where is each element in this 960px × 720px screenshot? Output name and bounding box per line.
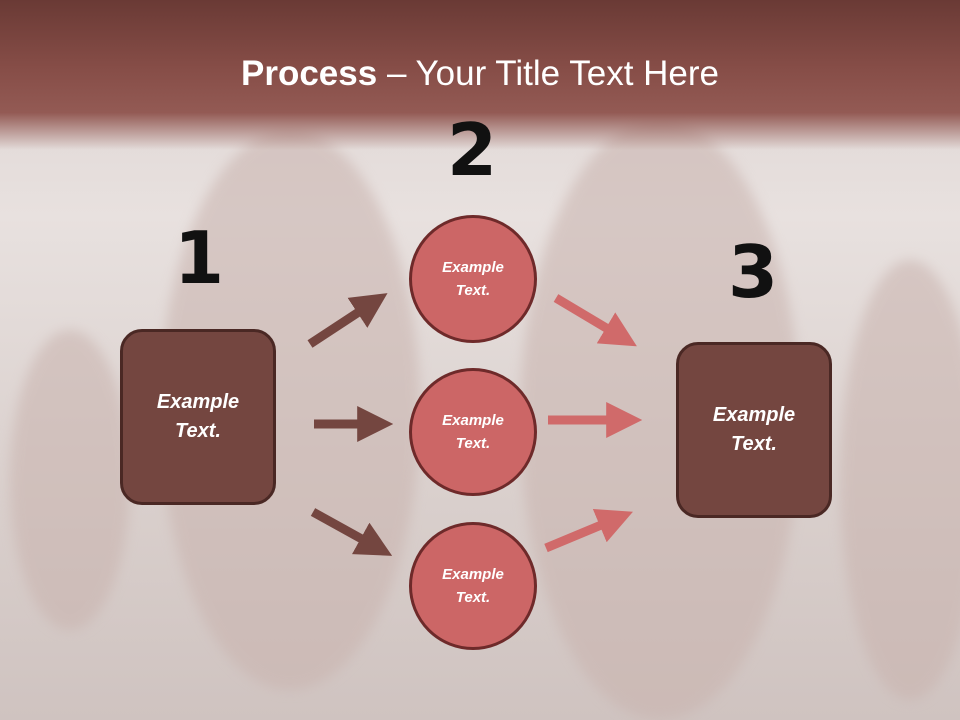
step-1-text: Example Text.: [157, 388, 239, 446]
background-shape: [10, 330, 130, 630]
step-number-3: 3: [727, 230, 779, 314]
step-1-box: Example Text.: [120, 329, 276, 505]
step-3-text-line1: Example: [712, 404, 796, 426]
step-1-text-line1: Example: [156, 391, 240, 413]
circle-text: Example Text.: [442, 256, 504, 302]
title-band: [0, 0, 960, 150]
step-number-1: 1: [173, 216, 225, 300]
title-rest: – Your Title Text Here: [377, 54, 719, 93]
circle-text-line1: Example: [442, 259, 504, 276]
step-2-circle-middle: Example Text.: [409, 368, 537, 496]
arrow-to-top-circle: [307, 293, 388, 348]
step-1-text-line2: Text.: [175, 420, 221, 442]
circle-text-line2: Text.: [455, 589, 491, 606]
step-2-circle-top: Example Text.: [409, 215, 537, 343]
circle-text-line1: Example: [442, 566, 504, 583]
circle-text-line1: Example: [442, 412, 504, 429]
step-3-box: Example Text.: [676, 342, 832, 518]
arrow-to-bottom-circle: [310, 508, 393, 556]
step-3-text: Example Text.: [713, 401, 795, 459]
step-number-2: 2: [446, 108, 498, 192]
title-bold: Process: [241, 54, 378, 93]
circle-text-line2: Text.: [455, 435, 491, 452]
step-3-text-line2: Text.: [731, 433, 777, 455]
arrow-from-top-circle: [553, 294, 637, 347]
circle-text-line2: Text.: [455, 282, 491, 299]
circle-text: Example Text.: [442, 563, 504, 609]
page-title: Process – Your Title Text Here: [0, 52, 960, 96]
step-2-circle-bottom: Example Text.: [409, 522, 537, 650]
background-shape: [840, 260, 960, 700]
arrow-from-bottom-circle: [544, 509, 633, 553]
circle-text: Example Text.: [442, 409, 504, 455]
